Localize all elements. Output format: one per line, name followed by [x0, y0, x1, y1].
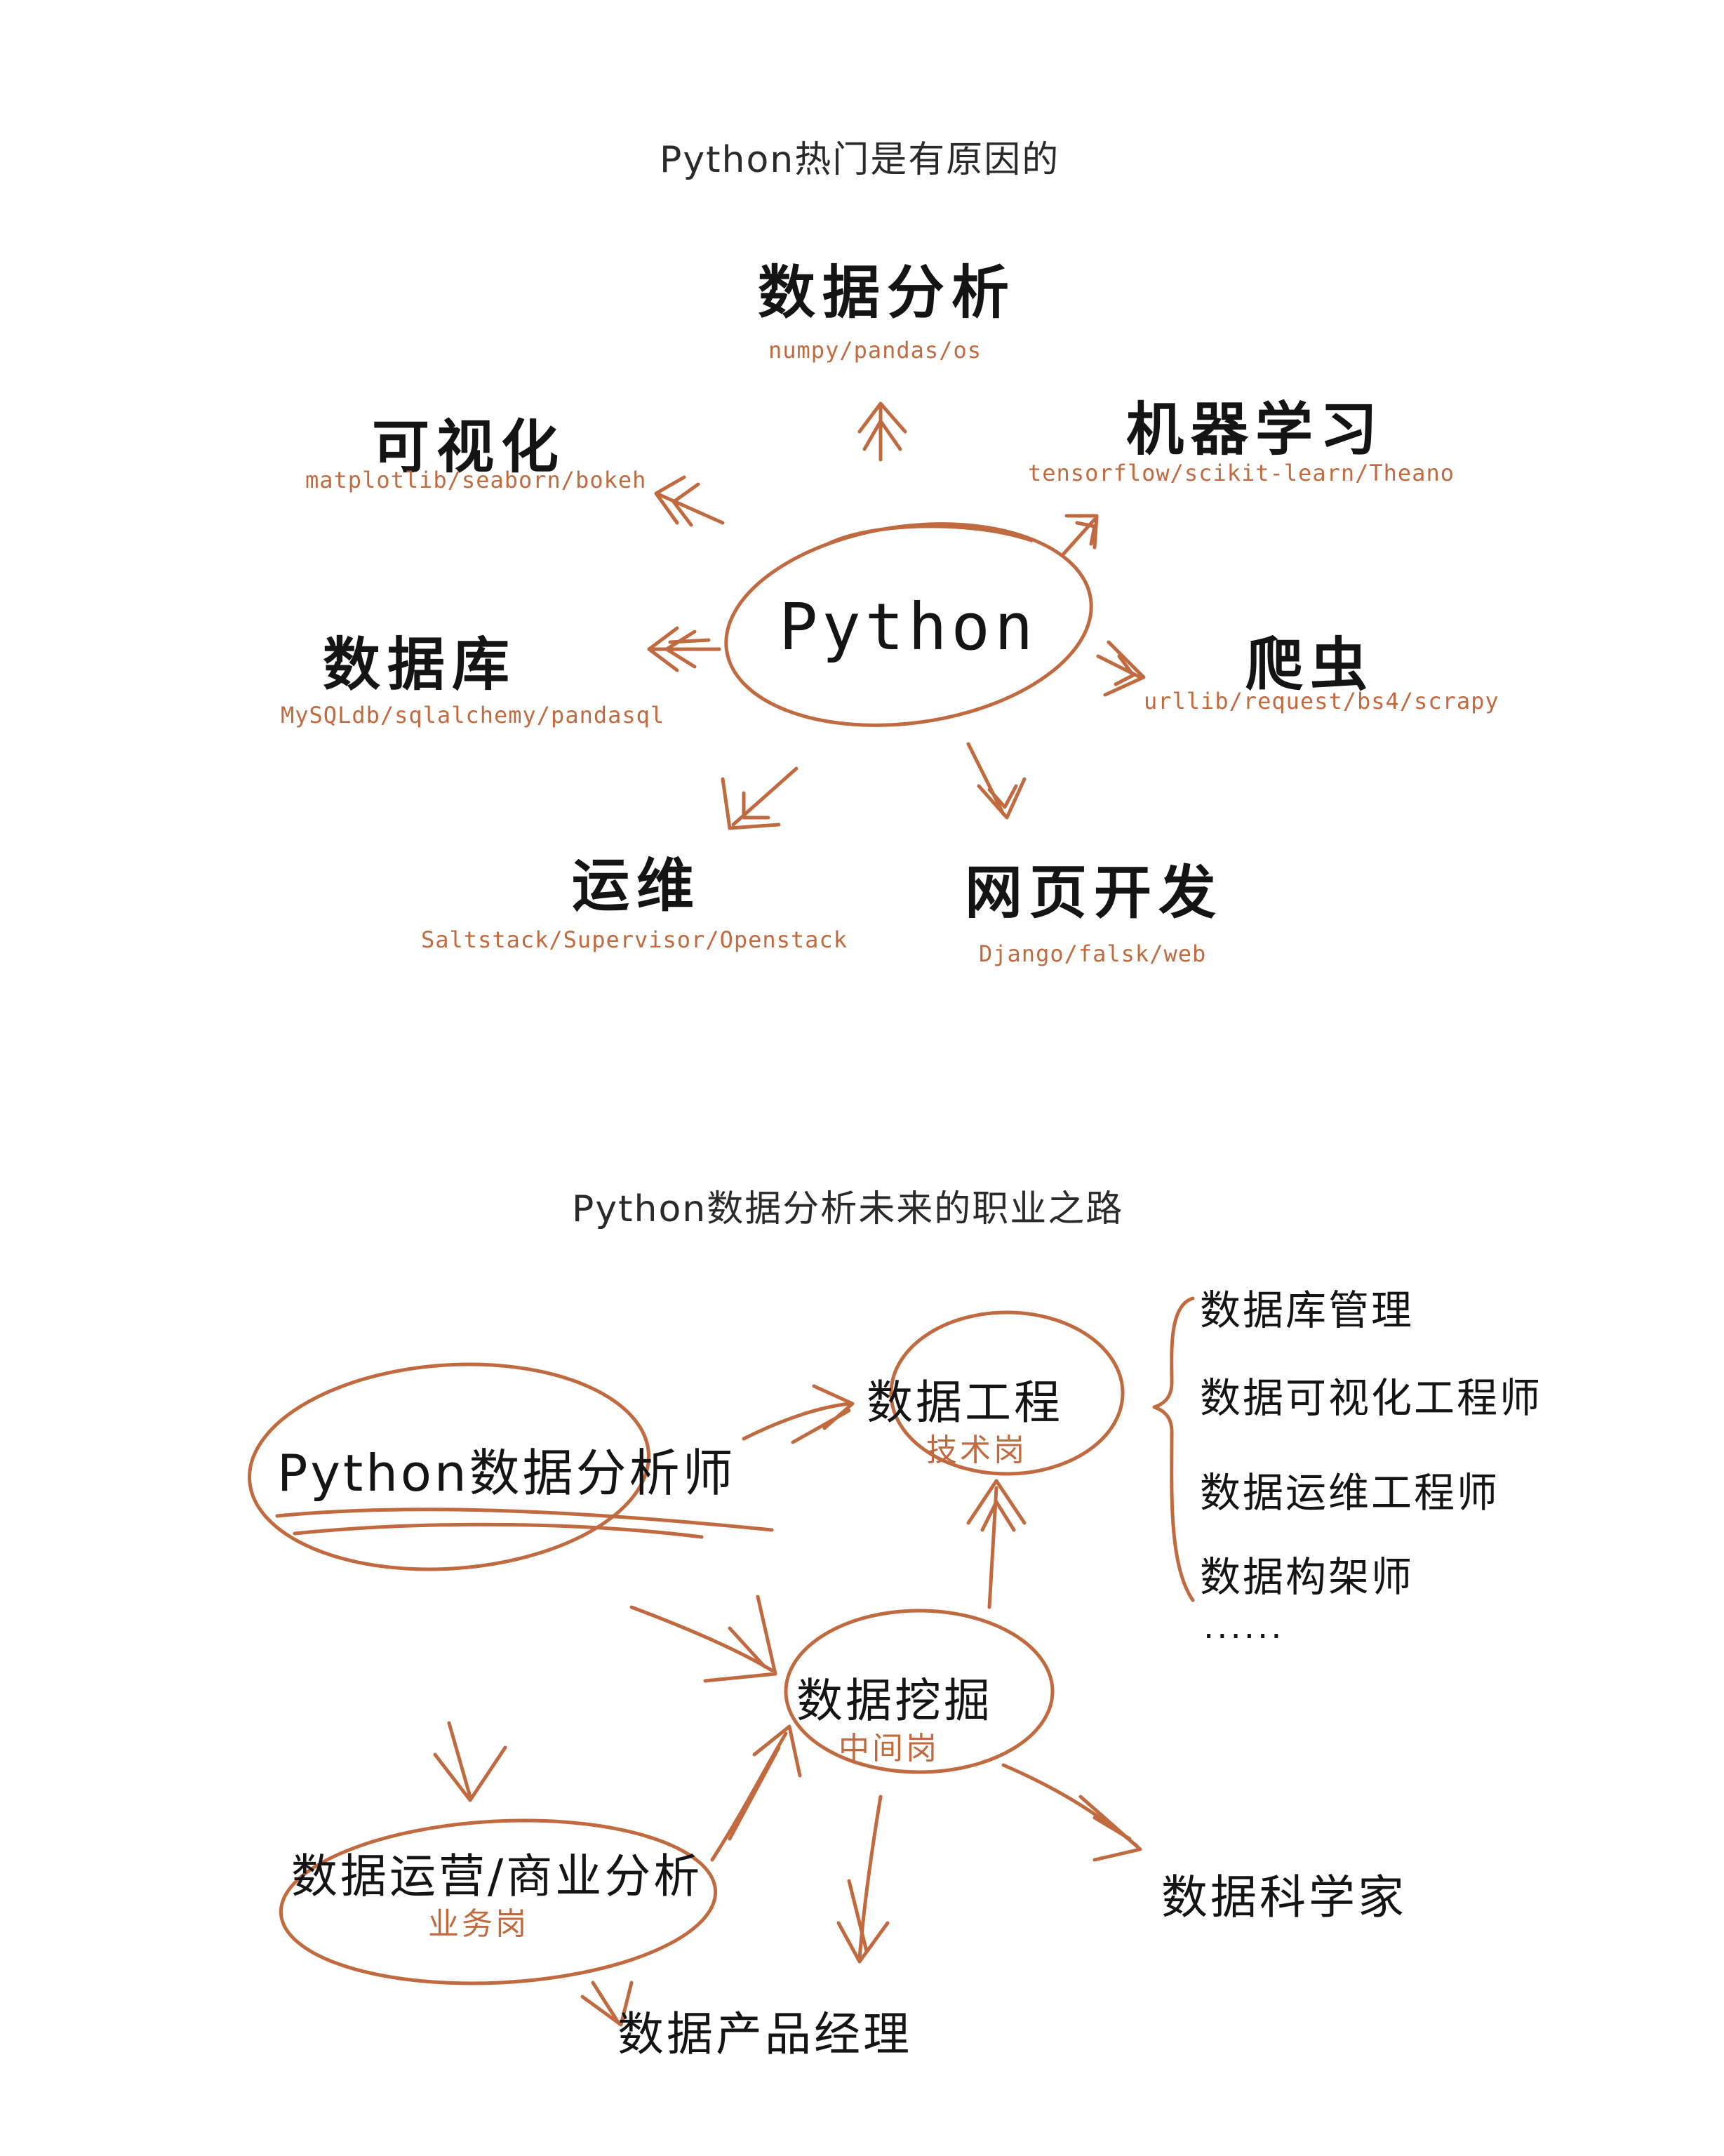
- analyst-underline-1: [275, 1508, 774, 1532]
- arrow-mining-scientist: [1001, 1763, 1142, 1862]
- tag-operations: 业务岗: [428, 1906, 529, 1942]
- arrow-database: [647, 626, 721, 672]
- arrow-mining-engineering: [966, 1479, 1027, 1609]
- analyst-ellipse: [248, 1362, 650, 1571]
- category-visualization: 可视化: [372, 414, 566, 481]
- category-machine-learning: 机器学习: [1126, 397, 1385, 463]
- operations-ellipse: [279, 1818, 718, 1985]
- arrow-ops: [721, 766, 798, 830]
- node-analyst: Python数据分析师: [277, 1444, 736, 1503]
- libs-database: MySQLdb/sqlalchemy/pandasql: [281, 702, 665, 728]
- node-operations: 数据运营/商业分析: [291, 1849, 703, 1903]
- category-data-analysis: 数据分析: [758, 260, 1017, 326]
- arrow-into-operations: [433, 1721, 507, 1802]
- category-crawler: 爬虫: [1245, 632, 1375, 698]
- tag-engineering: 技术岗: [926, 1432, 1027, 1468]
- arrow-analyst-engineering: [742, 1384, 855, 1444]
- node-product-manager: 数据产品经理: [617, 2007, 912, 2061]
- libs-web-dev: Django/falsk/web: [979, 940, 1207, 967]
- role-viz-engineer: 数据可视化工程师: [1200, 1374, 1543, 1422]
- section1-title: Python热门是有原因的: [660, 139, 1060, 181]
- arrow-visualization: [654, 475, 725, 527]
- center-python: Python: [779, 590, 1038, 665]
- arrow-data-analysis: [857, 401, 907, 462]
- mining-ellipse: [784, 1609, 1055, 1774]
- engineering-ellipse: [889, 1310, 1125, 1476]
- node-engineering: 数据工程: [867, 1376, 1063, 1430]
- arrow-crawler: [1096, 640, 1146, 697]
- arrow-operations-mining: [710, 1724, 802, 1862]
- node-mining: 数据挖掘: [796, 1674, 993, 1728]
- section2-title: Python数据分析未来的职业之路: [572, 1188, 1124, 1230]
- role-architect: 数据构架师: [1200, 1553, 1415, 1601]
- roles-brace: [1152, 1296, 1195, 1602]
- arrow-operations-pm: [580, 1981, 634, 2027]
- analyst-underline-2: [293, 1522, 704, 1539]
- libs-machine-learning: tensorflow/scikit-learn/Theano: [1028, 460, 1455, 486]
- tag-mining: 中间岗: [838, 1731, 940, 1766]
- node-scientist: 数据科学家: [1161, 1870, 1407, 1924]
- category-ops: 运维: [572, 853, 702, 919]
- roles-more: ......: [1203, 1607, 1285, 1646]
- libs-crawler: urllib/request/bs4/scrapy: [1144, 688, 1499, 714]
- arrow-mining-pm: [836, 1795, 890, 1964]
- libs-visualization: matplotlib/seaborn/bokeh: [305, 467, 647, 493]
- arrow-analyst-mining: [629, 1595, 777, 1683]
- arrow-webdev: [966, 742, 1027, 820]
- libs-ops: Saltstack/Supervisor/Openstack: [421, 926, 848, 953]
- role-db-admin: 数据库管理: [1200, 1286, 1415, 1334]
- arrow-ml: [1061, 514, 1099, 557]
- category-web-dev: 网页开发: [965, 860, 1224, 926]
- libs-data-analysis: numpy/pandas/os: [768, 337, 982, 364]
- category-database: 数据库: [323, 632, 517, 698]
- role-ops-engineer: 数据运维工程师: [1200, 1469, 1500, 1517]
- python-ellipse-tail: [826, 524, 1034, 546]
